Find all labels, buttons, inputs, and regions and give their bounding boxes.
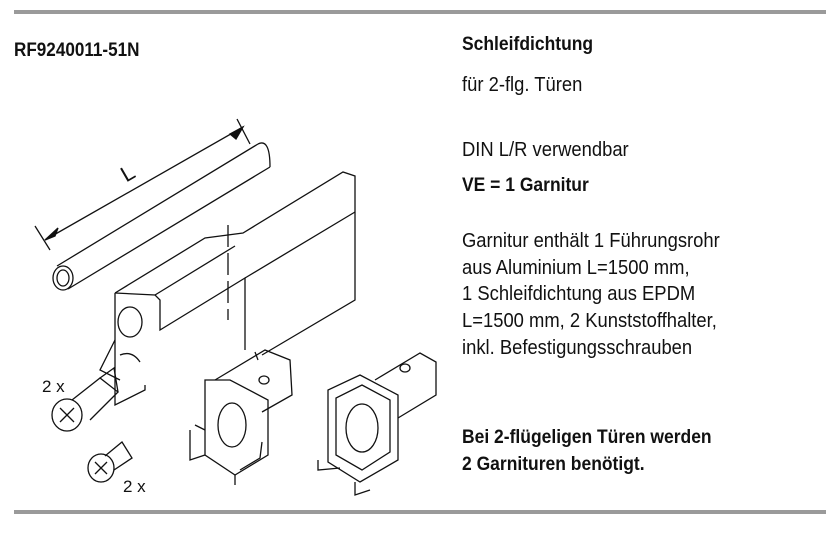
note-line: 2 Garnituren benötigt.	[462, 454, 645, 475]
contents-description: Garnitur enthält 1 Führungsrohr aus Alum…	[462, 228, 720, 362]
screw-icon	[51, 366, 119, 432]
packaging-unit: VE = 1 Garnitur	[462, 175, 589, 196]
product-name: Schleifdichtung	[462, 34, 594, 55]
note-line: Bei 2-flügeligen Türen werden	[462, 427, 712, 448]
note: Bei 2-flügeligen Türen werden 2 Garnitur…	[462, 424, 712, 478]
article-number: RF9240011-51N	[14, 40, 140, 61]
screw-quantity: 2 x	[123, 477, 146, 496]
screw-icon	[87, 441, 133, 483]
screw-quantity: 2 x	[42, 377, 65, 396]
din-usage: DIN L/R verwendbar	[462, 139, 629, 161]
contents-line: aus Aluminium L=1500 mm,	[462, 256, 690, 279]
contents-line: 1 Schleifdichtung aus EPDM	[462, 283, 696, 306]
product-drawing: L 2 x 2 x	[34, 118, 437, 496]
top-divider	[14, 10, 826, 14]
plastic-holder	[189, 349, 293, 485]
seal-profile	[99, 171, 356, 407]
plastic-holder	[317, 352, 437, 496]
dimension-line	[34, 118, 251, 251]
contents-line: inkl. Befestigungsschrauben	[462, 336, 693, 359]
length-label: L	[116, 159, 139, 187]
bottom-divider	[14, 510, 826, 514]
contents-line: L=1500 mm, 2 Kunststoffhalter,	[462, 310, 717, 333]
application: für 2-flg. Türen	[462, 74, 583, 96]
guide-tube	[52, 142, 271, 291]
contents-line: Garnitur enthält 1 Führungsrohr	[462, 230, 720, 252]
